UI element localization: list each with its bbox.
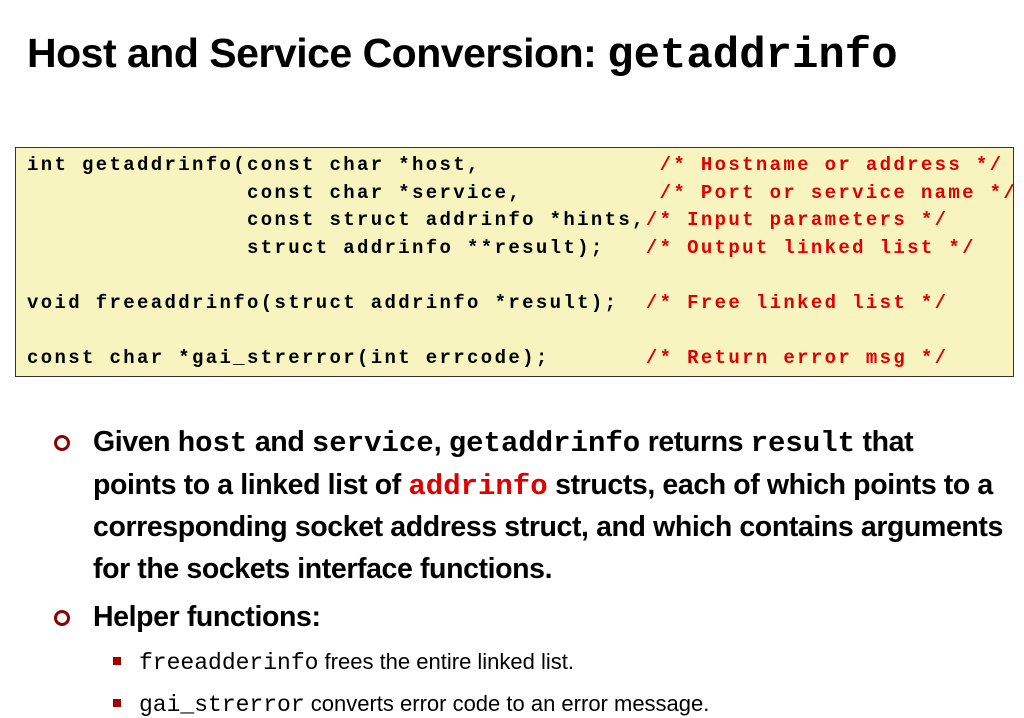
code-line: struct addrinfo **result); /* Output lin… <box>27 236 976 259</box>
code-line: const char *service, /* Port or service … <box>27 181 1018 204</box>
bullet-getaddrinfo-description: Given host and service, getaddrinfo retu… <box>54 422 1003 590</box>
code-line: void freeaddrinfo(struct addrinfo *resul… <box>27 291 949 314</box>
circle-bullet-icon <box>54 435 70 451</box>
circle-bullet-icon <box>54 610 70 626</box>
code-line: const char *gai_strerror(int errcode); /… <box>27 347 949 370</box>
slide-title: Host and Service Conversion: getaddrinfo <box>27 30 898 81</box>
code-listing: int getaddrinfo(const char *host, /* Hos… <box>27 152 1017 373</box>
sub-bullet-freeaddrinfo: freeadderinfo frees the entire linked li… <box>113 647 574 678</box>
square-bullet-icon <box>113 657 121 665</box>
bullet-helper-functions: Helper functions: <box>54 597 1003 639</box>
code-box: int getaddrinfo(const char *host, /* Hos… <box>15 147 1017 377</box>
code-line: const struct addrinfo *hints,/* Input pa… <box>27 209 949 232</box>
square-bullet-icon <box>113 699 121 707</box>
code-line: int getaddrinfo(const char *host, /* Hos… <box>27 154 1004 176</box>
title-text: Host and Service Conversion: <box>27 30 608 76</box>
sub-bullet-gai-strerror: gai_strerror converts error code to an e… <box>113 689 709 718</box>
title-code: getaddrinfo <box>607 31 898 81</box>
